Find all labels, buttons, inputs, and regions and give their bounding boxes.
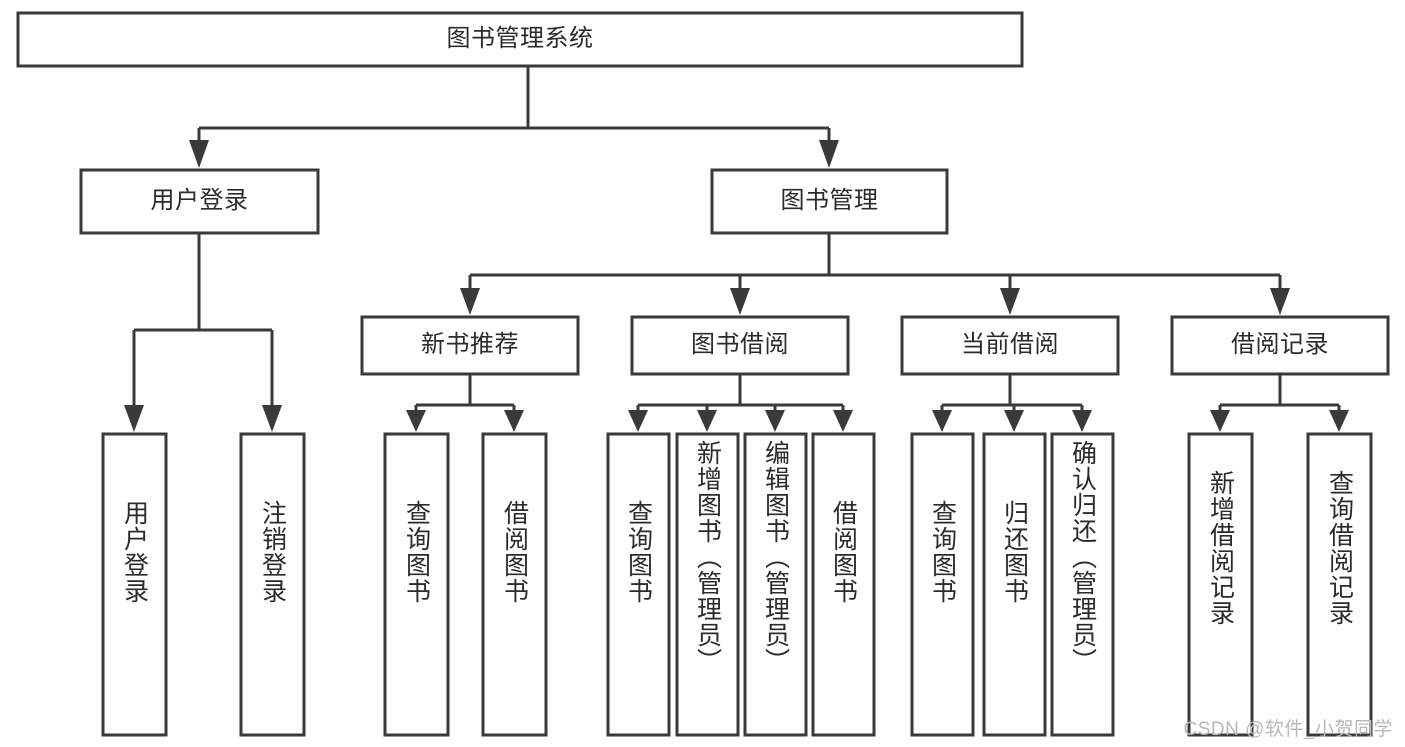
- arrow-head-icon: [124, 405, 144, 432]
- arrow-head-icon: [765, 410, 785, 432]
- arrow-head-icon: [1004, 410, 1024, 432]
- node-box-user-login[interactable]: [79, 168, 320, 235]
- arrow-head-icon: [932, 410, 952, 432]
- arrow-head-icon: [628, 410, 648, 432]
- node-box-leaf-1[interactable]: [239, 432, 306, 737]
- arrow-head-icon: [1210, 410, 1230, 432]
- node-box-root[interactable]: [16, 11, 1024, 68]
- arrow-head-icon: [833, 410, 853, 432]
- watermark-text: CSDN @软件_小贺同学: [1183, 719, 1393, 740]
- arrow-head-icon: [1072, 410, 1092, 432]
- node-box-leaf-10[interactable]: [1050, 432, 1115, 737]
- node-box-leaf-5[interactable]: [675, 432, 740, 737]
- node-box-leaf-8[interactable]: [910, 432, 975, 737]
- arrow-head-icon: [1270, 288, 1290, 315]
- node-box-leaf-7[interactable]: [811, 432, 876, 737]
- arrow-head-icon: [460, 288, 480, 315]
- arrow-head-icon: [262, 405, 282, 432]
- connector-borrowrecord-to-leaves: [1210, 374, 1349, 432]
- node-box-borrow-record[interactable]: [1170, 315, 1390, 376]
- arrow-head-icon: [406, 410, 426, 432]
- arrow-head-icon: [730, 288, 750, 315]
- node-box-leaf-11[interactable]: [1187, 432, 1254, 737]
- arrow-head-icon: [1000, 288, 1020, 315]
- node-box-leaf-9[interactable]: [982, 432, 1047, 737]
- arrow-head-icon: [1329, 410, 1349, 432]
- node-box-leaf-2[interactable]: [383, 432, 450, 737]
- connector-currentborrow-to-leaves: [932, 374, 1092, 432]
- node-box-leaf-3[interactable]: [481, 432, 548, 737]
- connector-newbook-to-leaves: [406, 374, 524, 432]
- arrow-head-icon: [819, 140, 839, 168]
- node-box-current-borrow[interactable]: [900, 315, 1120, 376]
- arrow-head-icon: [504, 410, 524, 432]
- arrow-head-icon: [697, 410, 717, 432]
- connector-bookmgmt-to-level3: [460, 233, 1290, 315]
- node-box-leaf-0[interactable]: [101, 432, 168, 737]
- connector-bookborrow-to-leaves: [628, 374, 853, 432]
- node-box-leaf-4[interactable]: [606, 432, 671, 737]
- arrow-head-icon: [189, 140, 209, 168]
- node-box-leaf-6[interactable]: [743, 432, 808, 737]
- node-box-book-management[interactable]: [710, 168, 949, 235]
- node-box-new-book-recommend[interactable]: [360, 315, 580, 376]
- connector-root-to-level2: [189, 66, 839, 168]
- node-box-leaf-12[interactable]: [1306, 432, 1373, 737]
- connector-userlogin-to-leaves: [124, 233, 282, 432]
- node-box-book-borrow[interactable]: [630, 315, 850, 376]
